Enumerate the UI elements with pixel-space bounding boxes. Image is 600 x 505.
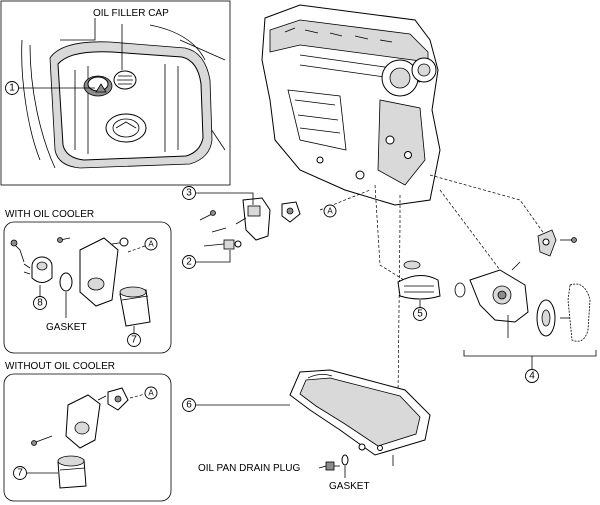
oil-pan-drain-plug	[325, 461, 340, 471]
engine-block	[261, 4, 441, 206]
callout-3-leader	[196, 192, 254, 205]
oil-filter-adapter-assembly	[31, 387, 129, 489]
ref-a-mark-center: A	[323, 204, 337, 218]
callout-4: 4	[525, 369, 539, 383]
svg-text:1: 1	[9, 83, 15, 94]
dashed-line-oil-pan	[397, 195, 401, 396]
svg-text:7: 7	[17, 468, 23, 479]
oil-pump	[469, 261, 529, 338]
svg-text:4: 4	[529, 371, 535, 382]
callout-4-bracket	[463, 350, 597, 357]
oil-pump-bracket	[537, 229, 577, 257]
callout-5: 5	[413, 307, 427, 321]
callout-3: 3	[182, 186, 196, 200]
oil-strainer	[397, 260, 466, 300]
svg-text:2: 2	[186, 257, 192, 268]
svg-text:3: 3	[186, 188, 192, 199]
oil-pan-drain-plug-label: OIL PAN DRAIN PLUG	[198, 463, 300, 474]
oil-cooler-assembly	[10, 237, 151, 327]
ref-a-mark-without-cooler: A	[144, 386, 158, 400]
oil-filler-cap-inset	[0, 0, 231, 186]
svg-text:7: 7	[131, 335, 137, 346]
svg-text:A: A	[148, 240, 154, 249]
callout-2: 2	[182, 255, 196, 269]
callout-7-with-cooler: 7	[127, 333, 141, 347]
ref-a-dashed-line	[319, 189, 371, 211]
callout-8: 8	[33, 296, 47, 310]
with-oil-cooler-title: WITH OIL COOLER	[5, 209, 94, 220]
callout-2-leader	[196, 250, 231, 263]
dashed-line-bracket	[429, 174, 546, 236]
callout-7-without-cooler: 7	[13, 466, 27, 480]
without-oil-cooler-title: WITHOUT OIL COOLER	[5, 361, 115, 372]
callout-6: 6	[182, 398, 196, 412]
ref-a-mark-with-cooler: A	[144, 237, 158, 251]
oil-filler-cap-label: OIL FILLER CAP	[93, 8, 169, 19]
dashed-line-pump	[439, 189, 501, 271]
cooler-gasket-label: GASKET	[46, 322, 87, 333]
oil-pump-chain	[567, 283, 591, 342]
callout-1: 1	[5, 81, 19, 95]
svg-text:A: A	[327, 207, 333, 216]
oil-pressure-switch-group	[199, 197, 301, 250]
drain-gasket-label: GASKET	[329, 481, 370, 492]
oil-pan	[289, 369, 431, 456]
svg-text:A: A	[148, 389, 154, 398]
svg-text:8: 8	[37, 298, 43, 309]
without-oil-cooler-frame	[3, 373, 172, 502]
svg-text:5: 5	[417, 309, 423, 320]
oil-pump-sprocket	[536, 299, 570, 337]
drain-plug-gasket	[341, 454, 349, 466]
with-oil-cooler-frame	[3, 221, 172, 354]
svg-text:6: 6	[186, 400, 192, 411]
